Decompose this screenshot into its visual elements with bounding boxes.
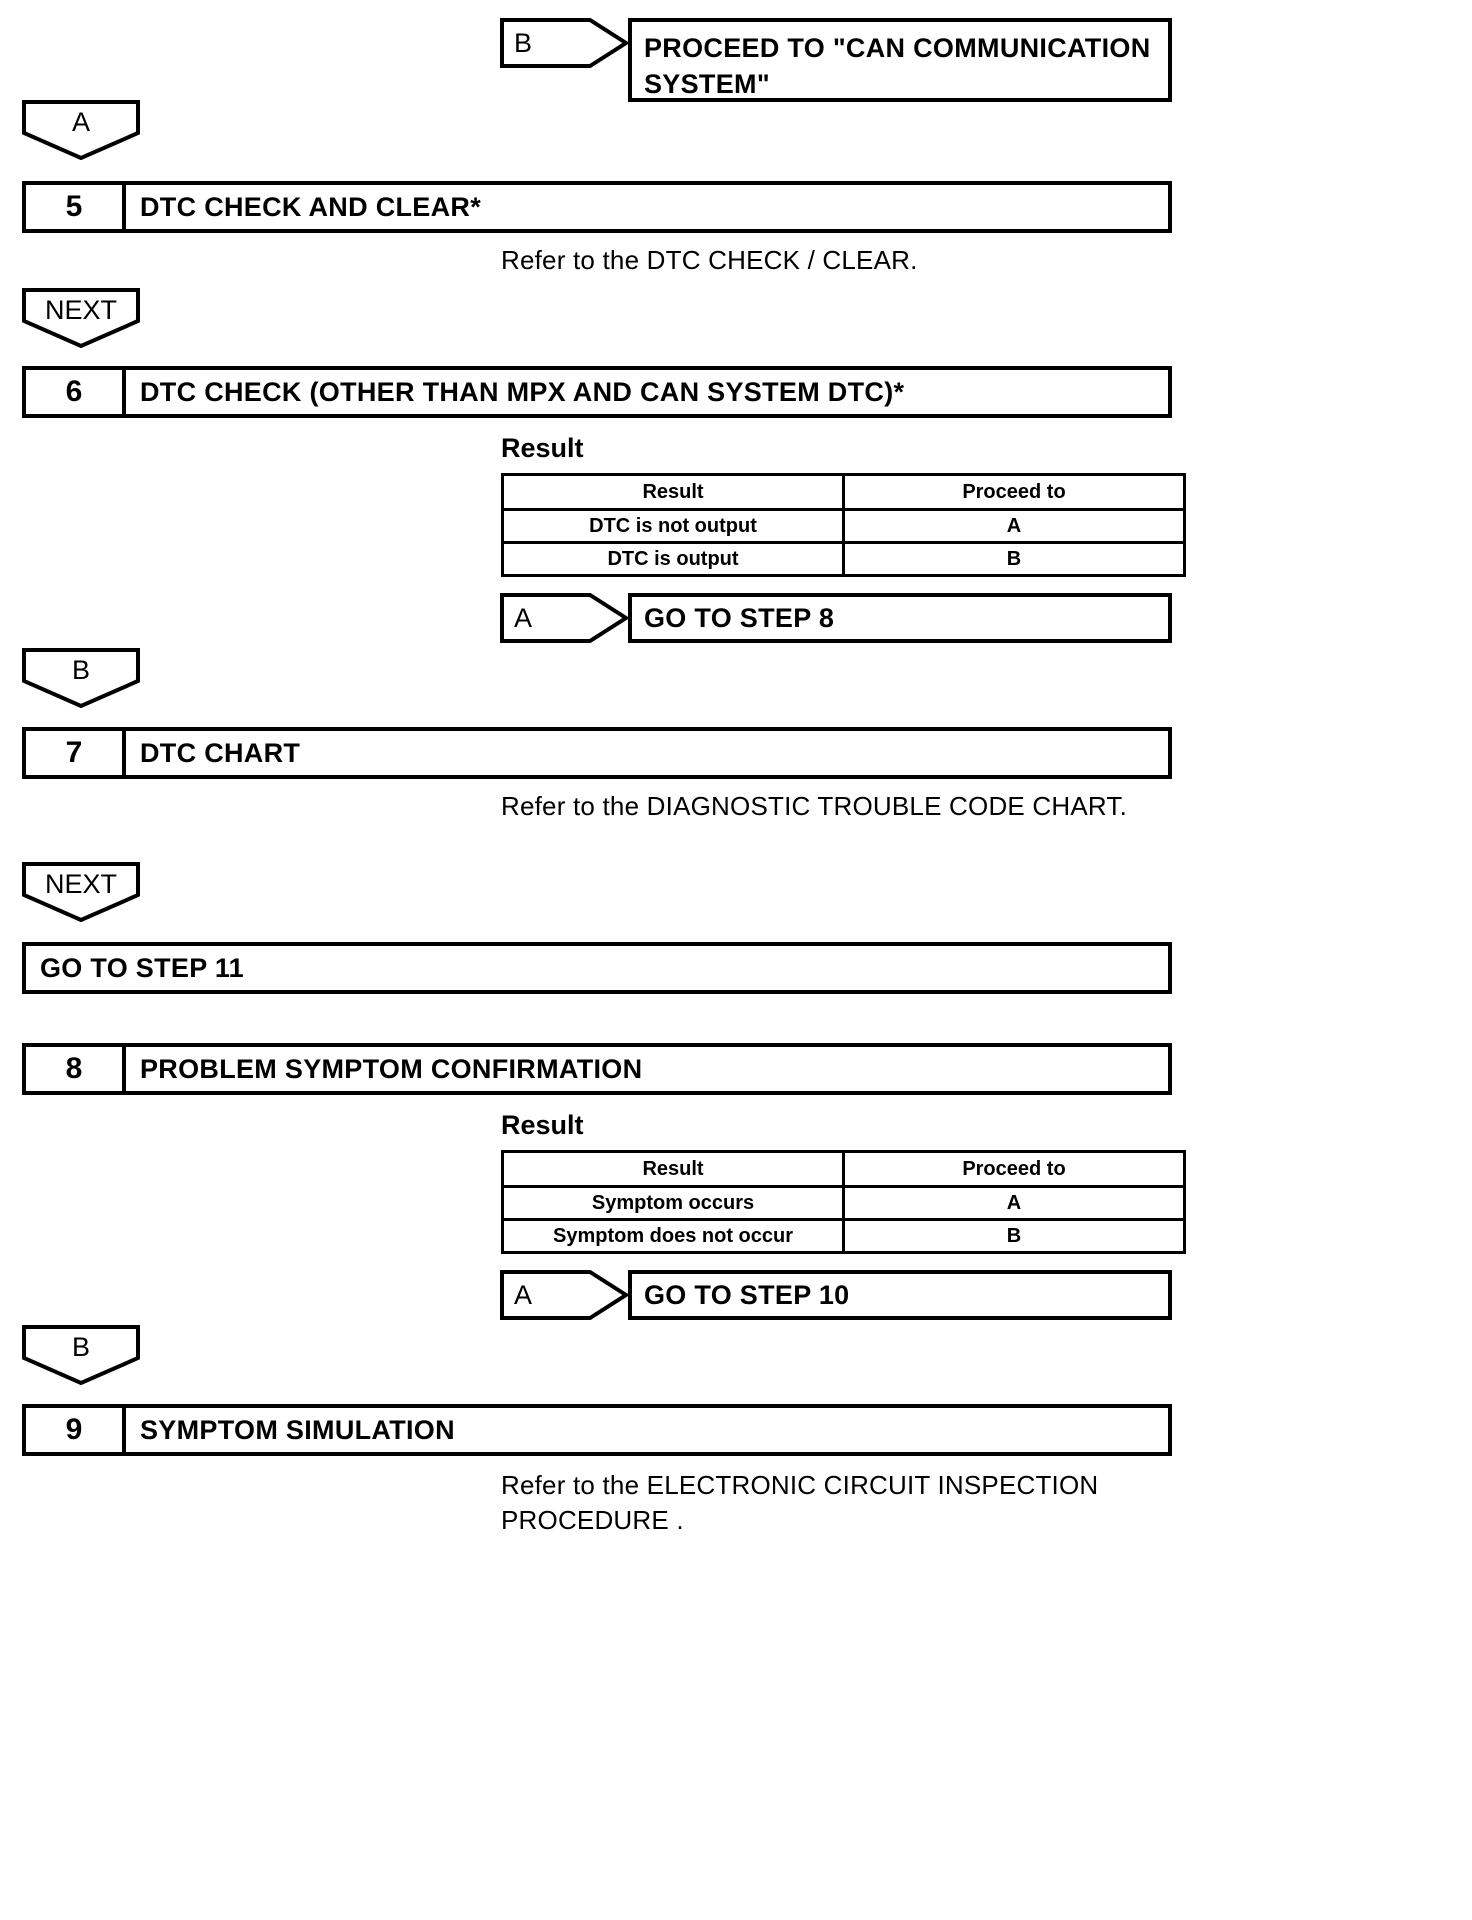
- cell-proceed-to: B: [842, 1218, 1186, 1254]
- step-9-note: Refer to the ELECTRONIC CIRCUIT INSPECTI…: [501, 1470, 1099, 1535]
- pentagon-right-icon: [500, 593, 628, 643]
- connector-b-2-label: B: [71, 655, 90, 685]
- step-8-result-label: Result: [501, 1110, 584, 1140]
- connector-group-b-proceed: B PROCEED TO "CAN COMMUNICATION SYSTEM": [500, 18, 1172, 102]
- table-row: Symptom occurs A: [501, 1185, 1186, 1221]
- table-row: DTC is not output A: [501, 508, 1186, 544]
- step-6-result-label: Result: [501, 433, 584, 463]
- connector-a-step6-exit-label: A: [514, 602, 533, 633]
- cell-proceed-to: B: [842, 541, 1186, 577]
- step-7-number: 7: [26, 731, 126, 775]
- cell-result: Symptom occurs: [501, 1185, 845, 1221]
- goto-step-8-box[interactable]: GO TO STEP 8: [628, 593, 1172, 643]
- step-6-number: 6: [26, 370, 126, 414]
- goto-step-10-box[interactable]: GO TO STEP 10: [628, 1270, 1172, 1320]
- step-5-title: DTC CHECK AND CLEAR*: [140, 191, 481, 222]
- connector-group-a-goto-8: A GO TO STEP 8: [500, 593, 1172, 643]
- connector-b-3[interactable]: B: [22, 1325, 140, 1385]
- cell-result: DTC is not output: [501, 508, 845, 544]
- connector-b-3-label: B: [71, 1332, 90, 1362]
- step-8-result-table: Result Proceed to Symptom occurs A Sympt…: [501, 1150, 1186, 1254]
- pentagon-down-icon: [22, 100, 140, 160]
- col-header-result: Result: [501, 473, 845, 511]
- pentagon-right-icon: [500, 1270, 628, 1320]
- step-7-title: DTC CHART: [140, 737, 301, 768]
- connector-next-2[interactable]: NEXT: [22, 862, 140, 922]
- goto-step-11-text: GO TO STEP 11: [40, 952, 244, 983]
- step-5-number: 5: [26, 185, 126, 229]
- step-8-box[interactable]: 8 PROBLEM SYMPTOM CONFIRMATION: [22, 1043, 1172, 1095]
- connector-a-step8-exit-label: A: [514, 1279, 533, 1310]
- connector-a-step6-exit[interactable]: A: [500, 593, 628, 643]
- connector-next-1-label: NEXT: [44, 295, 117, 325]
- step-9-box[interactable]: 9 SYMPTOM SIMULATION: [22, 1404, 1172, 1456]
- connector-a-1[interactable]: A: [22, 100, 140, 160]
- col-header-result: Result: [501, 1150, 845, 1188]
- cell-proceed-to: A: [842, 1185, 1186, 1221]
- cell-result: Symptom does not occur: [501, 1218, 845, 1254]
- cell-result: DTC is output: [501, 541, 845, 577]
- pentagon-down-icon: [22, 862, 140, 922]
- step-6-title: DTC CHECK (OTHER THAN MPX AND CAN SYSTEM…: [140, 376, 905, 407]
- proceed-to-can-text: PROCEED TO "CAN COMMUNICATION SYSTEM": [644, 33, 1151, 100]
- step-5-note: Refer to the DTC CHECK / CLEAR.: [501, 245, 918, 275]
- connector-a-1-label: A: [71, 107, 90, 137]
- step-5-box[interactable]: 5 DTC CHECK AND CLEAR*: [22, 181, 1172, 233]
- step-6-result-table: Result Proceed to DTC is not output A DT…: [501, 473, 1186, 577]
- step-9-title: SYMPTOM SIMULATION: [140, 1414, 455, 1445]
- table-header-row: Result Proceed to: [501, 473, 1186, 511]
- goto-step-11-box[interactable]: GO TO STEP 11: [22, 942, 1172, 994]
- table-row: Symptom does not occur B: [501, 1218, 1186, 1254]
- pentagon-down-icon: [22, 288, 140, 348]
- col-header-proceed-to: Proceed to: [842, 473, 1186, 511]
- connector-b-2[interactable]: B: [22, 648, 140, 708]
- connector-b-top[interactable]: B: [500, 18, 628, 68]
- pentagon-down-icon: [22, 648, 140, 708]
- step-7-box[interactable]: 7 DTC CHART: [22, 727, 1172, 779]
- pentagon-down-icon: [22, 1325, 140, 1385]
- pentagon-right-icon: [500, 18, 628, 68]
- connector-next-1[interactable]: NEXT: [22, 288, 140, 348]
- col-header-proceed-to: Proceed to: [842, 1150, 1186, 1188]
- goto-step-10-text: GO TO STEP 10: [644, 1279, 850, 1310]
- table-row: DTC is output B: [501, 541, 1186, 577]
- step-6-box[interactable]: 6 DTC CHECK (OTHER THAN MPX AND CAN SYST…: [22, 366, 1172, 418]
- connector-a-step8-exit[interactable]: A: [500, 1270, 628, 1320]
- connector-b-top-label: B: [514, 27, 533, 58]
- step-7-note: Refer to the DIAGNOSTIC TROUBLE CODE CHA…: [501, 791, 1128, 821]
- step-8-number: 8: [26, 1047, 126, 1091]
- connector-next-2-label: NEXT: [44, 869, 117, 899]
- step-9-number: 9: [26, 1408, 126, 1452]
- cell-proceed-to: A: [842, 508, 1186, 544]
- proceed-to-can-box[interactable]: PROCEED TO "CAN COMMUNICATION SYSTEM": [628, 18, 1172, 102]
- connector-group-a-goto-10: A GO TO STEP 10: [500, 1270, 1172, 1320]
- goto-step-8-text: GO TO STEP 8: [644, 602, 835, 633]
- step-8-title: PROBLEM SYMPTOM CONFIRMATION: [140, 1053, 643, 1084]
- table-header-row: Result Proceed to: [501, 1150, 1186, 1188]
